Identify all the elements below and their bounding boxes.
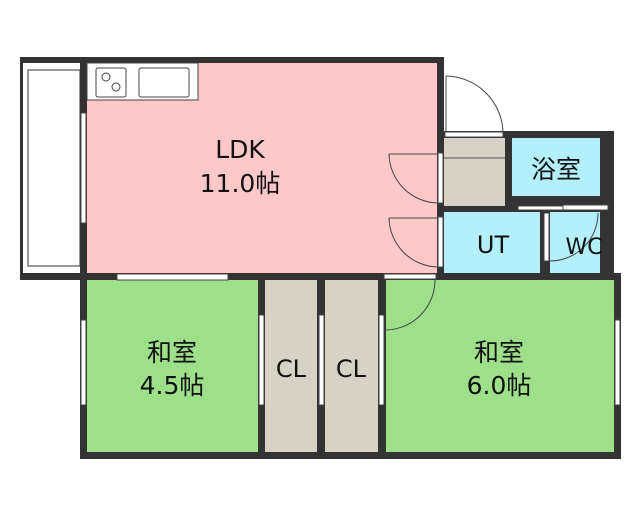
windows	[80, 112, 621, 406]
room-bath	[512, 138, 600, 196]
stove-burner-icon	[101, 72, 111, 82]
ut-label: UT	[477, 231, 510, 259]
wc-label: WC	[565, 235, 602, 260]
kitchen-counter	[86, 62, 199, 101]
sink-icon	[138, 67, 190, 98]
washitsu-2-size: 6.0帖	[467, 371, 532, 400]
entrance	[444, 138, 505, 206]
room-wc	[550, 212, 600, 273]
ldk-size: 11.0帖	[200, 169, 281, 198]
closet-2-label: CL	[336, 355, 367, 383]
door-swings	[385, 75, 599, 331]
closet-2	[325, 280, 378, 452]
washitsu-1-label: 和室	[147, 338, 197, 367]
balcony	[20, 57, 87, 280]
room-ut	[444, 212, 540, 273]
closet-1	[265, 280, 317, 452]
closet-1-label: CL	[276, 355, 307, 383]
room-washitsu-6-0	[386, 280, 614, 452]
washitsu-1-size: 4.5帖	[140, 371, 205, 400]
ldk-label: LDK	[215, 135, 265, 164]
bath-label: 浴室	[531, 155, 581, 184]
washitsu-2-label: 和室	[474, 338, 524, 367]
room-washitsu-4-5	[87, 280, 258, 452]
stove-burner-icon	[111, 82, 121, 92]
